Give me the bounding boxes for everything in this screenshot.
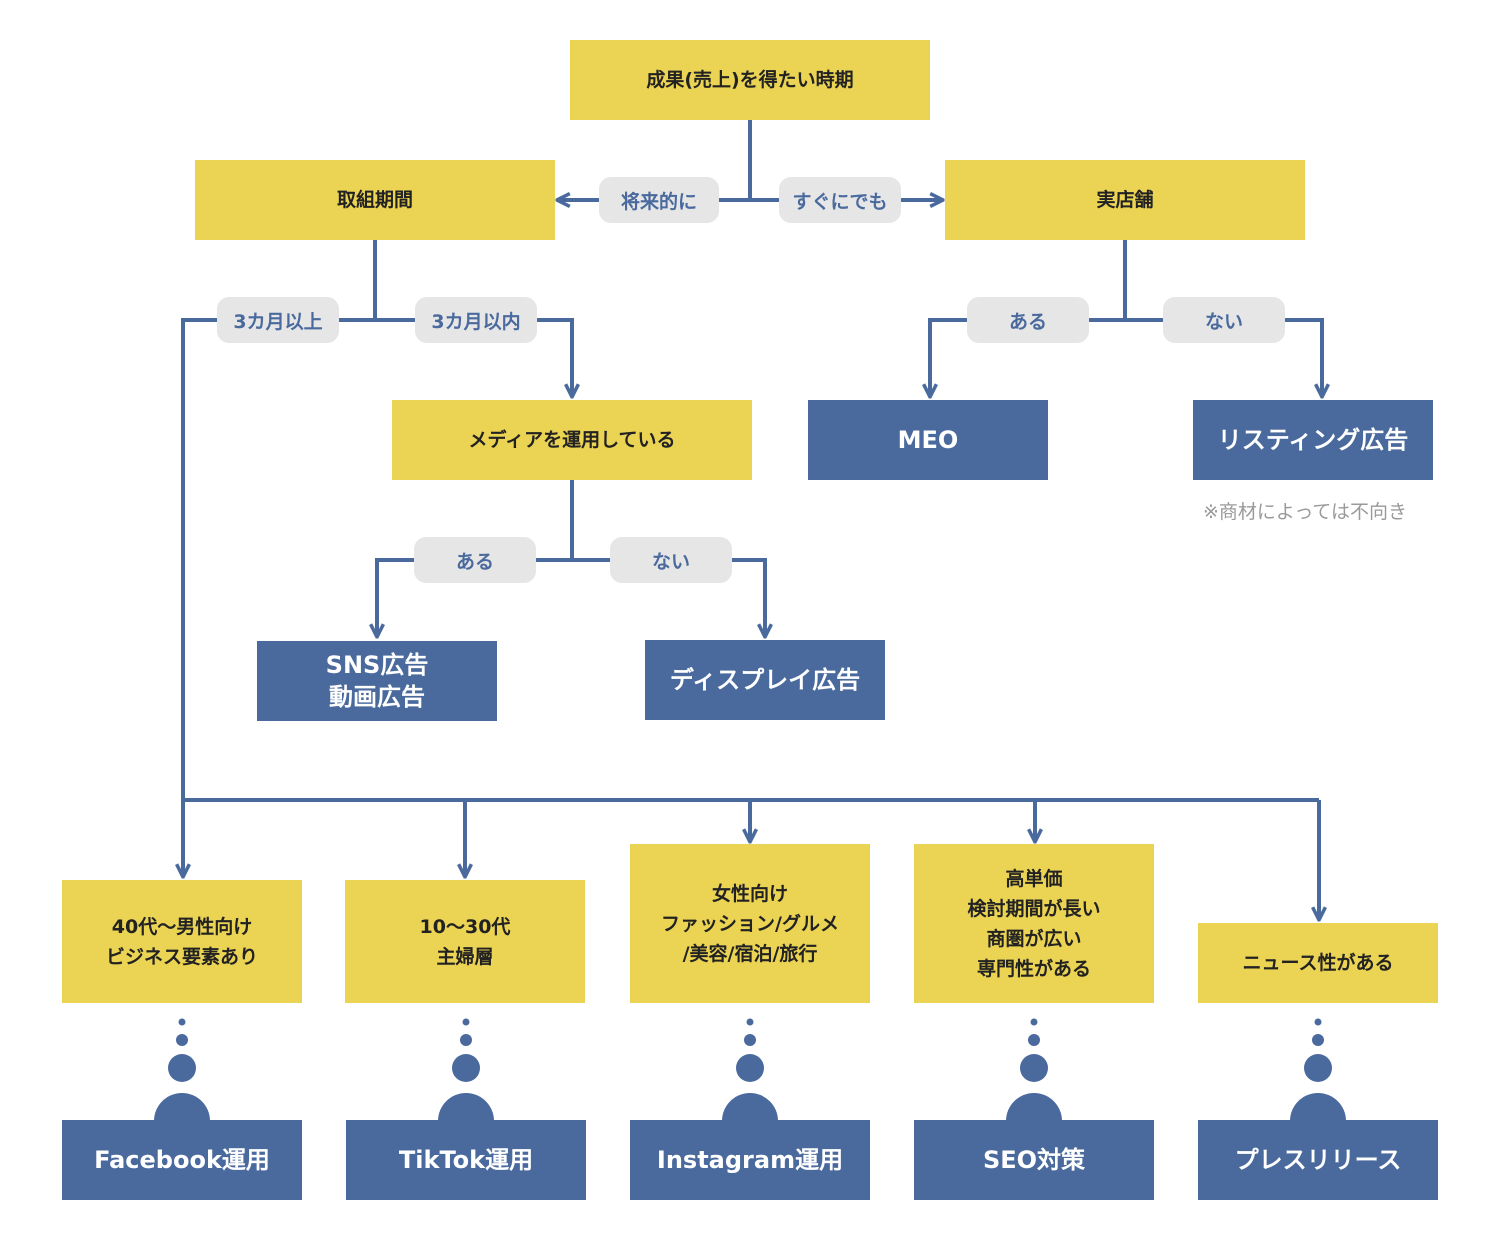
- person-icon: [154, 1018, 210, 1121]
- edge-label-now: すぐにでも: [779, 177, 901, 223]
- condition-seo: 高単価 検討期間が長い 商圏が広い 専門性がある: [914, 844, 1154, 1003]
- edge-label-future: 将来的に: [599, 177, 719, 223]
- root-question: 成果(売上)を得たい時期: [570, 40, 930, 120]
- edge-label-media-no: ない: [610, 537, 732, 583]
- connector-more: [183, 318, 375, 877]
- person-icon: [722, 1018, 778, 1121]
- result-facebook: Facebook運用: [62, 1120, 302, 1200]
- result-tiktok: TikTok運用: [346, 1120, 586, 1200]
- period-question: 取組期間: [195, 160, 555, 240]
- result-listing-ads: リスティング広告: [1193, 400, 1433, 480]
- edge-label-more-than-3m: 3カ月以上: [217, 297, 339, 343]
- condition-tiktok: 10〜30代 主婦層: [345, 880, 585, 1003]
- condition-facebook: 40代〜男性向け ビジネス要素あり: [62, 880, 302, 1003]
- result-press-release: プレスリリース: [1198, 1120, 1438, 1200]
- edge-label-store-no: ない: [1163, 297, 1285, 343]
- result-display-ads: ディスプレイ広告: [645, 640, 885, 720]
- result-instagram: Instagram運用: [630, 1120, 870, 1200]
- edge-label-store-yes: ある: [967, 297, 1089, 343]
- condition-press: ニュース性がある: [1198, 923, 1438, 1003]
- edge-label-media-yes: ある: [414, 537, 536, 583]
- store-question: 実店舗: [945, 160, 1305, 240]
- person-icon: [438, 1018, 494, 1121]
- edge-label-within-3m: 3カ月以内: [415, 297, 537, 343]
- person-icon: [1290, 1018, 1346, 1121]
- listing-note: ※商材によっては不向き: [1203, 501, 1408, 523]
- result-meo: MEO: [808, 400, 1048, 480]
- result-sns-video-ads: SNS広告 動画広告: [257, 641, 497, 721]
- media-question: メディアを運用している: [392, 400, 752, 480]
- person-icon: [1006, 1018, 1062, 1121]
- condition-instagram: 女性向け ファッション/グルメ /美容/宿泊/旅行: [630, 844, 870, 1003]
- result-seo: SEO対策: [914, 1120, 1154, 1200]
